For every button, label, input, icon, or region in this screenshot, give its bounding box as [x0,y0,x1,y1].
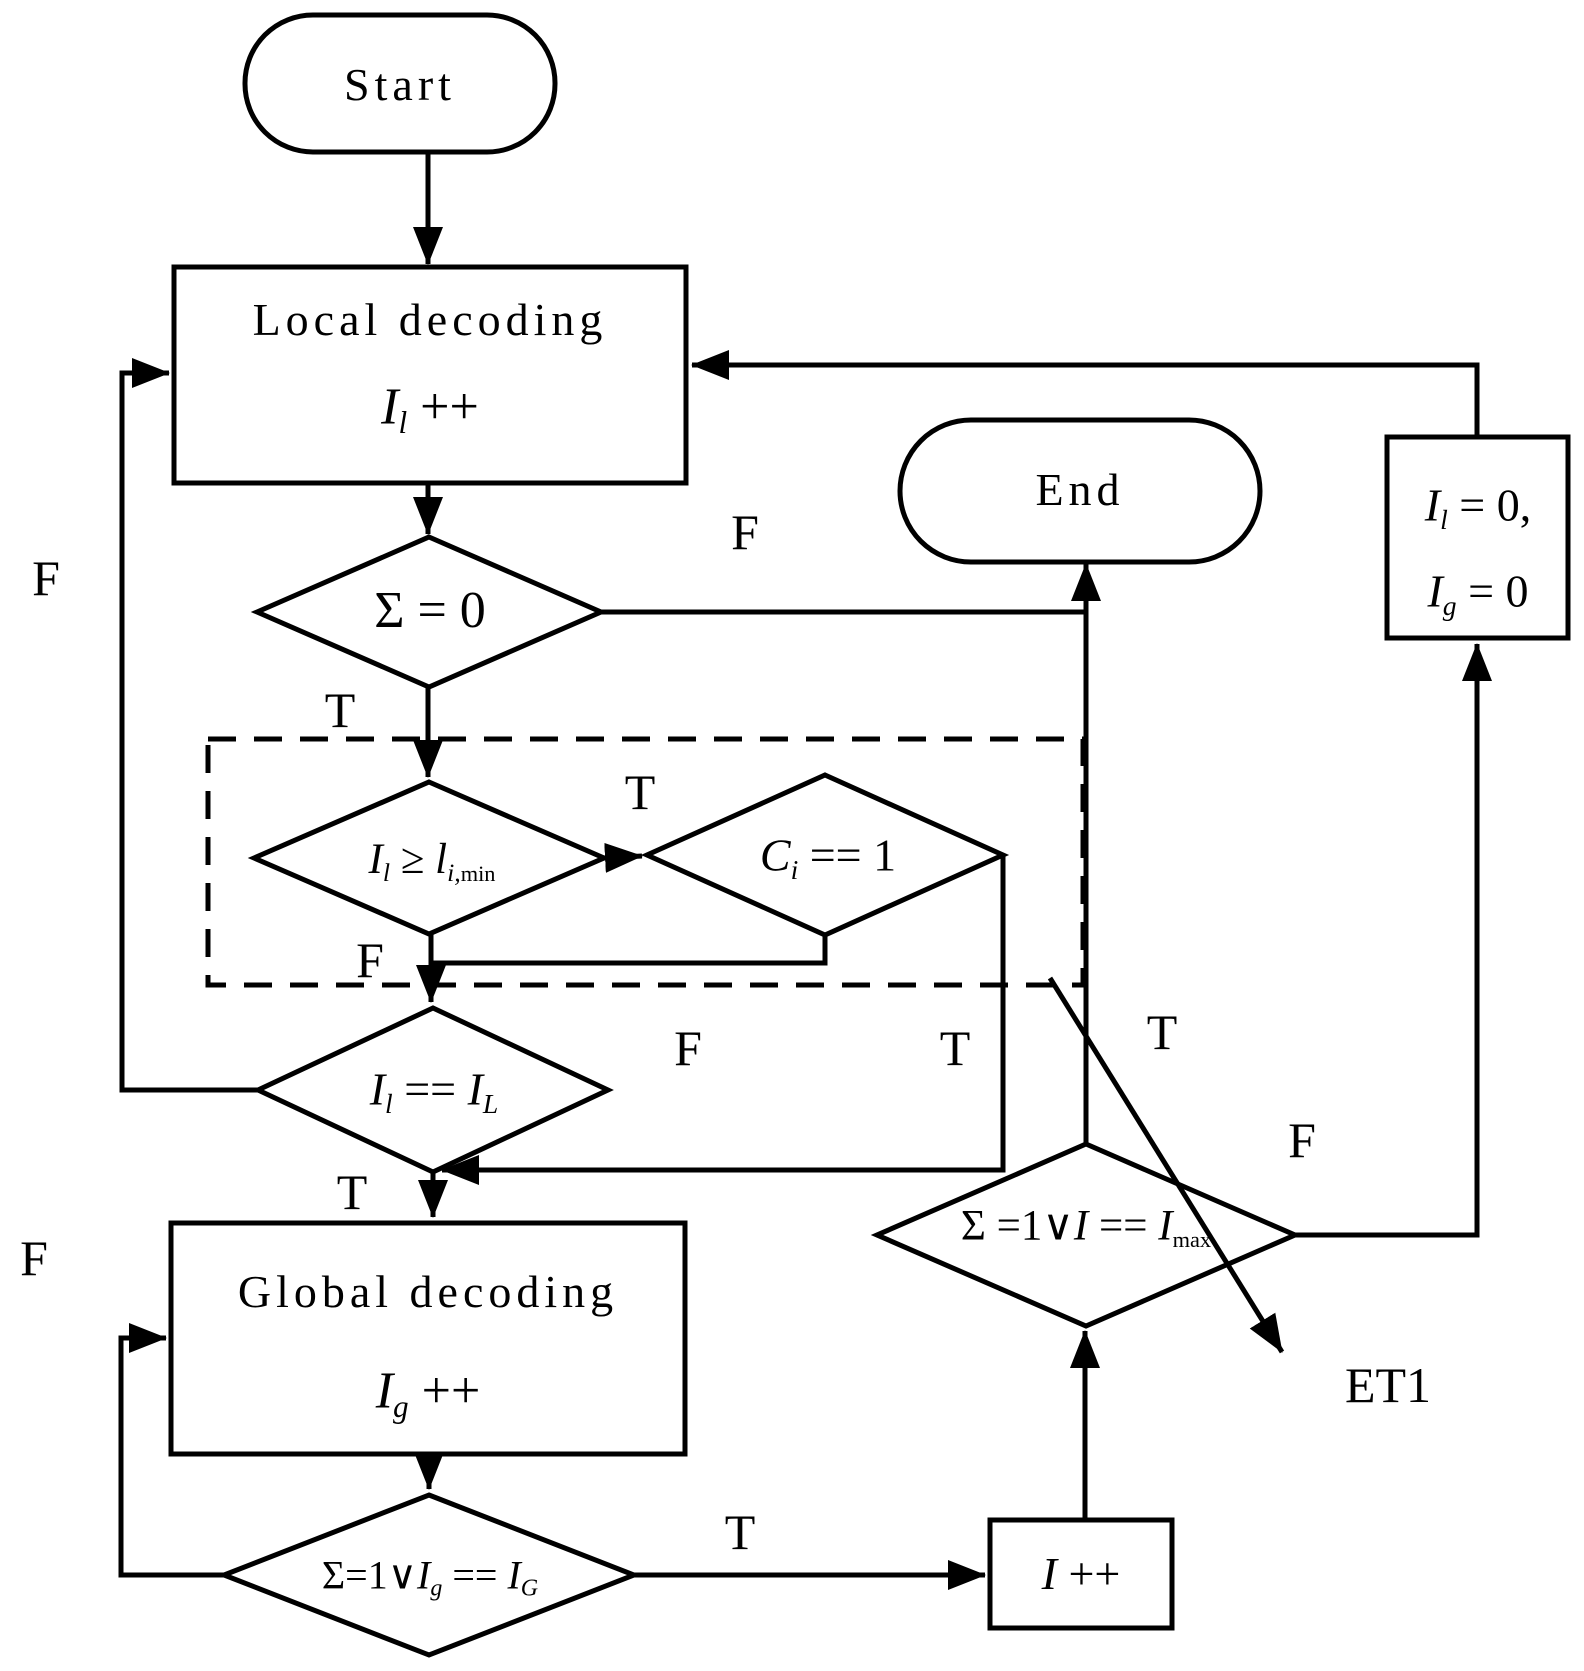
il-min-b1: I [368,836,383,884]
edge-il-eq-false-loop [119,358,258,1093]
sigma-max-b2: I [1158,1202,1173,1250]
branch-ci-true: T [939,1020,971,1076]
dashed-group-box [205,736,1086,988]
sigma-zero-label: Σ = 0 [374,582,486,639]
branch-il-eq-false: F [32,550,60,606]
reset-line2: Ig = 0 [1427,565,1529,621]
sigma-max-s2: max [1172,1227,1212,1253]
edge-ci-false [431,935,828,966]
global-expr-op: ++ [408,1362,481,1420]
global-expr-sub: g [393,1389,409,1425]
branch-sigma-zero-false: F [731,504,759,560]
branch-il-eq-true: T [336,1164,368,1220]
reset-l2-sub: g [1442,589,1457,621]
branch-sigma-g-true: T [724,1504,756,1560]
sigma-max-pre: Σ =1∨ [960,1202,1074,1250]
branch-ci-false: F [674,1020,702,1076]
i-plus-op: ++ [1056,1548,1121,1599]
global-decoding-expr: Ig ++ [375,1362,481,1425]
i-plus-var: I [1041,1548,1057,1599]
branch-il-min-true: T [624,764,656,820]
sigma-max-label: Σ =1∨I == Imax [961,1204,1211,1251]
il-min-label: Il ≥ li,min [369,838,496,886]
end-label: End [1035,464,1125,515]
il-eq-b2: I [467,1063,483,1115]
sigma-g-s1: g [430,1575,443,1602]
edge-il-min-true [603,842,643,873]
sigma-g-b1: I [417,1552,431,1598]
branch-sigma-max-false: F [1288,1112,1316,1168]
sigma-max-b1: I [1073,1202,1089,1250]
local-expr-sub: l [398,405,408,441]
exit-et1-label: ET1 [1344,1357,1432,1413]
il-min-s2a: i, [447,857,461,887]
il-eq-label: Il == IL [369,1063,499,1119]
edge-sigma-max-false [1295,643,1492,1238]
sigma-g-s2: G [520,1575,539,1602]
branch-sigma-zero-true: T [324,682,356,738]
i-plus-label: I ++ [1042,1551,1121,1597]
reset-l1-sub: l [1440,503,1448,535]
edge-reset-to-local [691,350,1480,437]
sigma-g-diamond [217,1492,641,1658]
reset-l1-var: I [1424,479,1441,531]
sigma-g-pre: Σ=1∨ [321,1552,417,1598]
local-decoding-shape [171,264,689,486]
local-expr-var: I [381,378,399,436]
il-min-b2: l [435,836,448,884]
i-plus-shape [987,1517,1175,1631]
local-decoding-expr: Il ++ [381,378,479,441]
reset-l1-rest: = 0, [1447,479,1532,531]
reset-l2-rest: = 0 [1456,565,1529,617]
branch-il-min-false: F [356,932,384,988]
il-min-s2b: min [460,861,496,887]
global-expr-var: I [375,1362,394,1420]
branch-sigma-g-false: F [20,1230,48,1286]
sigma-g-label: Σ=1∨Ig == IG [321,1552,539,1602]
edge-exit-et1 [1047,976,1285,1354]
reset-l2-var: I [1427,565,1443,617]
ci-s1: i [790,853,799,885]
ci-rest: == 1 [798,829,897,881]
ci-label: Ci == 1 [759,829,897,885]
ci-b1: C [759,829,791,881]
branch-sigma-max-true: T [1146,1004,1178,1060]
local-decoding-title: Local decoding [252,294,608,345]
sigma-g-cmp: == [442,1552,508,1598]
il-eq-b1: I [369,1063,386,1115]
il-min-cmp: ≥ [390,836,436,884]
il-eq-s2: L [482,1087,499,1119]
start-label: Start [344,59,456,110]
sigma-max-cmp: == [1088,1202,1159,1250]
start-shape [242,12,558,155]
il-min-s1: l [382,857,391,887]
il-eq-cmp: == [392,1063,468,1115]
end-shape [897,417,1263,565]
reset-shape [1384,434,1571,641]
edge-ci-true [441,855,1006,1185]
reset-line1: Il = 0, [1424,479,1532,535]
il-eq-s1: l [385,1087,393,1119]
local-expr-op: ++ [407,378,479,436]
sigma-max-diamond [870,1141,1302,1329]
edge-sigma-g-false-loop [118,1323,224,1578]
global-decoding-title: Global decoding [237,1266,619,1317]
sigma-g-b2: I [507,1552,521,1598]
